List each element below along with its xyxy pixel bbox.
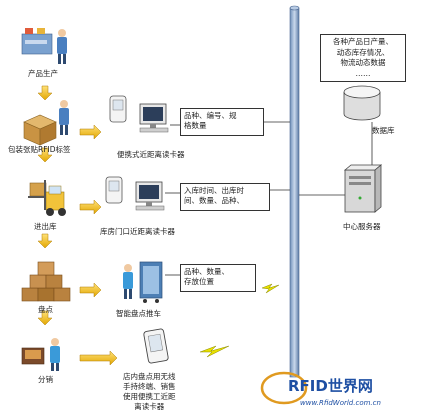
center-server-icon <box>343 164 383 213</box>
sales-icon <box>21 338 60 371</box>
device-label-gate-reader: 库房门口近距离读卡器 <box>100 227 175 236</box>
watermark-url: www.RfidWorld.com.cn <box>300 399 381 407</box>
right-arrow-icon <box>79 350 118 366</box>
database-label: 数据库 <box>372 126 395 135</box>
gate-reader-icon <box>105 176 165 211</box>
database-icon <box>343 85 381 121</box>
packaging-icon <box>23 100 69 146</box>
stage-label-packaging: 包装张贴RFID标签 <box>8 145 71 154</box>
connector-lines <box>165 121 373 276</box>
down-arrow-icon <box>37 310 53 326</box>
info-box-inventory: 品种、数量、 存放位置 <box>180 264 256 292</box>
watermark-logo-text: RFID世界网 <box>288 377 373 395</box>
wireless-signal-icon <box>199 345 230 358</box>
forklift-icon <box>28 180 66 216</box>
network-backbone <box>289 7 300 378</box>
portable-reader-icon <box>109 95 169 133</box>
rfid-logo <box>260 371 308 405</box>
smart-cart-icon <box>123 261 163 303</box>
stage-label-inventory: 盘点 <box>38 305 53 314</box>
wireless-signal-icon <box>261 283 280 294</box>
info-box-stock: 入库时间、出库时 间、数量、品种、 <box>180 183 270 211</box>
info-box-database: 各种产品日产量、 动态库存情况、 物流动态数据 …… <box>320 34 406 82</box>
handheld-terminal-icon <box>143 328 169 364</box>
device-label-smart-cart: 智能盘点推车 <box>116 309 161 318</box>
stage-label-production: 产品生产 <box>28 69 58 78</box>
right-arrow-icon <box>79 199 102 215</box>
device-arrows <box>79 124 118 366</box>
info-box-product: 品种、编号、规 格数量 <box>180 108 264 136</box>
down-arrow-icon <box>37 233 53 249</box>
stage-label-warehouse: 进出库 <box>34 222 57 231</box>
right-arrow-icon <box>79 282 102 298</box>
stage-label-sales: 分销 <box>38 375 53 384</box>
down-arrow-icon <box>37 85 53 101</box>
center-server-label: 中心服务器 <box>343 222 381 231</box>
down-arrow-icon <box>37 147 53 163</box>
production-icon <box>21 28 67 64</box>
device-label-portable-reader: 便携式近距离读卡器 <box>117 150 185 159</box>
flow-arrows <box>37 85 53 326</box>
wireless-signal-icons <box>199 283 280 358</box>
right-arrow-icon <box>79 124 102 140</box>
device-label-store-terminal: 店内盘点用无线 手持终端、销售 使用便携工近距 离读卡器 <box>123 372 176 411</box>
stacked-boxes-icon <box>21 261 71 302</box>
network-backbone-top <box>289 5 300 11</box>
